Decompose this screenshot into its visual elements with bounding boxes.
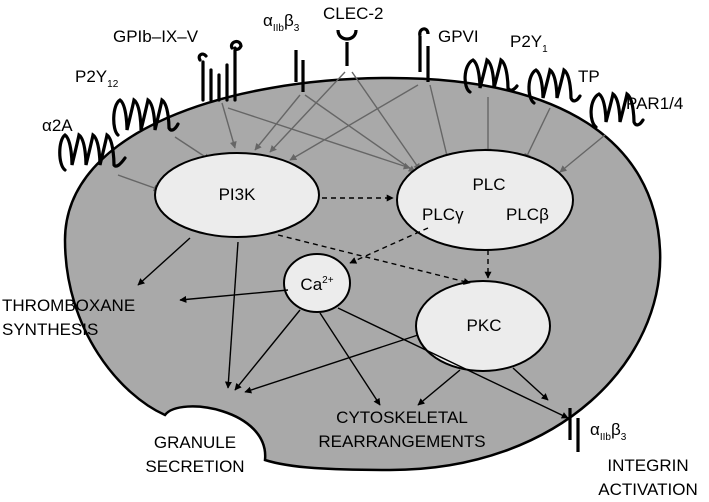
plc-beta-main: PLC: [506, 205, 540, 224]
aiib-b3-top-label: αIIbβ3: [263, 12, 299, 34]
solid-arrows: [137, 237, 569, 419]
aiib-bottom-beta: β: [610, 420, 621, 439]
plc-label: PLC: [472, 175, 506, 194]
par-label: PAR1/4: [626, 94, 684, 113]
clec2-label: CLEC-2: [323, 4, 384, 23]
p2y12-sub: 12: [107, 79, 119, 90]
granule-secretion-label: GRANULE SECRETION: [145, 431, 244, 479]
pi3k-node: [154, 152, 320, 238]
granule-line1: GRANULE: [153, 433, 237, 452]
gpvi-receptor-glyph: [418, 27, 430, 82]
aiib-bottom-sub2: 3: [620, 432, 627, 443]
aiib-b3-bottom-label: αIIbβ3: [590, 421, 626, 443]
ca-main: Ca: [300, 275, 323, 294]
aiib-top-beta: β: [283, 11, 294, 30]
thromboxane-synthesis-label: THROMBOXANE SYNTHESIS: [2, 294, 135, 342]
ca-label: Ca2+: [300, 275, 334, 294]
a2a-greek: α: [42, 116, 52, 135]
gpib-receptor-glyph: [197, 39, 243, 102]
thromboxane-line2: SYNTHESIS: [2, 320, 99, 339]
plc-gamma-main: PLC: [422, 205, 456, 224]
cytoskeletal-line1: CYTOSKELETAL: [336, 408, 468, 427]
integrin-activation-label: INTEGRIN ACTIVATION: [598, 454, 698, 502]
plc-gamma-greek: γ: [455, 205, 464, 224]
pkc-label: PKC: [466, 316, 502, 335]
cytoskeletal-line2: REARRANGEMENTS: [318, 432, 486, 451]
aiib-bottom-sub: IIb: [599, 432, 611, 443]
granule-line2: SECRETION: [145, 457, 245, 476]
aiib-bottom-alpha: α: [590, 420, 600, 439]
plc-beta-label: PLCβ: [506, 206, 549, 223]
aiib-top-sub2: 3: [293, 23, 300, 34]
p2y1-main: P2Y: [510, 32, 543, 51]
gpib-label: GPIb–IX–V: [113, 27, 199, 46]
receptor-arrows: [117, 71, 606, 192]
cytoskeletal-rearrangements-label: CYTOSKELETAL REARRANGEMENTS: [318, 406, 485, 454]
aiib-top-sub: IIb: [272, 23, 284, 34]
aiib-top-alpha: α: [263, 11, 273, 30]
pkc-node: [415, 280, 551, 372]
a2a-text: 2A: [51, 116, 73, 135]
aiib-b3-bottom-receptor-glyph: [568, 408, 580, 452]
tp-receptor-coil: [527, 67, 582, 105]
aiib-b3-top-receptor-glyph: [294, 50, 305, 92]
p2y12-label: P2Y12: [75, 68, 118, 90]
par-receptor-coil: [589, 91, 645, 129]
p2y12-receptor-coil: [112, 97, 180, 137]
ca-node: [283, 253, 351, 313]
pi3k-label: PI3K: [218, 185, 256, 204]
tp-label: TP: [578, 67, 600, 86]
integrin-line2: ACTIVATION: [598, 480, 698, 499]
plc-gamma-label: PLCγ: [422, 206, 464, 223]
integrin-line1: INTEGRIN: [607, 456, 689, 475]
a2a-label: α2A: [42, 117, 73, 134]
p2y12-main: P2Y: [75, 67, 108, 86]
gpvi-label: GPVI: [438, 27, 479, 46]
ca-sup: 2+: [322, 275, 334, 286]
p2y1-label: P2Y1: [510, 33, 548, 55]
a2a-receptor-coil: [58, 132, 127, 172]
dashed-arrows: [277, 194, 492, 285]
plc-beta-greek: β: [539, 205, 549, 224]
plc-node: [396, 149, 574, 251]
p2y1-sub: 1: [542, 44, 548, 55]
p2y1-receptor-coil: [463, 57, 519, 94]
thromboxane-line1: THROMBOXANE: [2, 296, 136, 315]
clec2-receptor-glyph: [336, 29, 358, 66]
